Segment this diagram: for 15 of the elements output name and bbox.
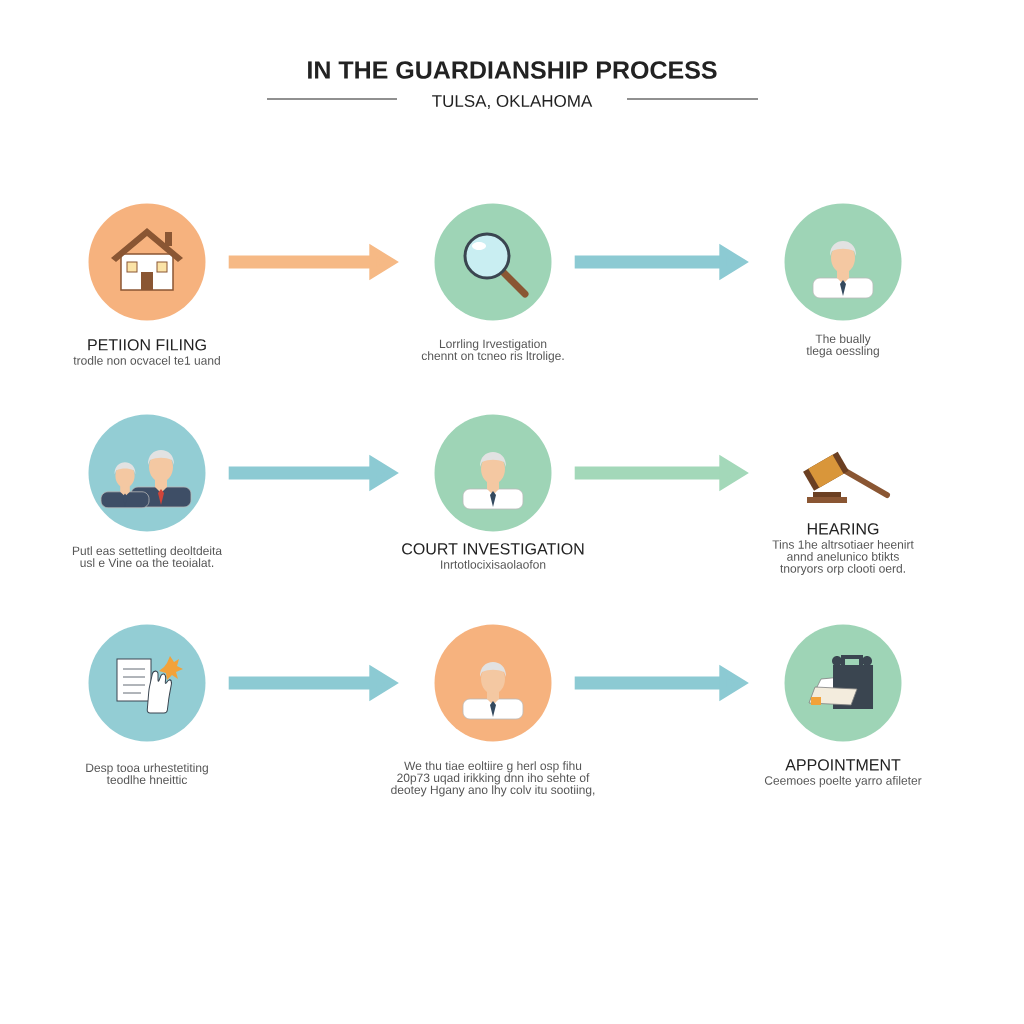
step-description: Tins 1he altrsotiaer heenirt annd anelunico btikts tnoryors orp clooti oerd. [772, 539, 914, 576]
subtitle: TULSA, OKLAHOMA [432, 94, 593, 110]
step-description: Ceemoes poelte yarro afileter [764, 775, 922, 788]
step-heading: PETIION FILING [88, 339, 206, 351]
step-description: Inrtotlocixisaolaofon [441, 559, 546, 569]
title: IN THE GUARDIANSHIP PROCESS [308, 61, 717, 79]
step-heading: COURT INVESTIGATION [402, 543, 584, 555]
step-description: Lorrling Irvestigation chennt on tcneo ris ltrolige. [421, 339, 564, 363]
step-description: We thu tiae eoltiire g herl osp fihu 20p73 uqad irikking dnn iho sehte of deotey Hgany ano lhy colv itu sootiing, [391, 761, 595, 797]
step-description: trodle non ocvacel te1 uand [73, 355, 220, 365]
step-heading: APPOINTMENT [785, 759, 901, 771]
step-description: Desp tooa urhestetiting teodlhe hneittic [86, 763, 208, 784]
step-heading: HEARING [807, 523, 879, 535]
step-description: The bually tlega oessling [806, 334, 879, 358]
step-description: Putl eas settetling deoltdeita usl e Vine oa the teoialat. [72, 546, 222, 567]
